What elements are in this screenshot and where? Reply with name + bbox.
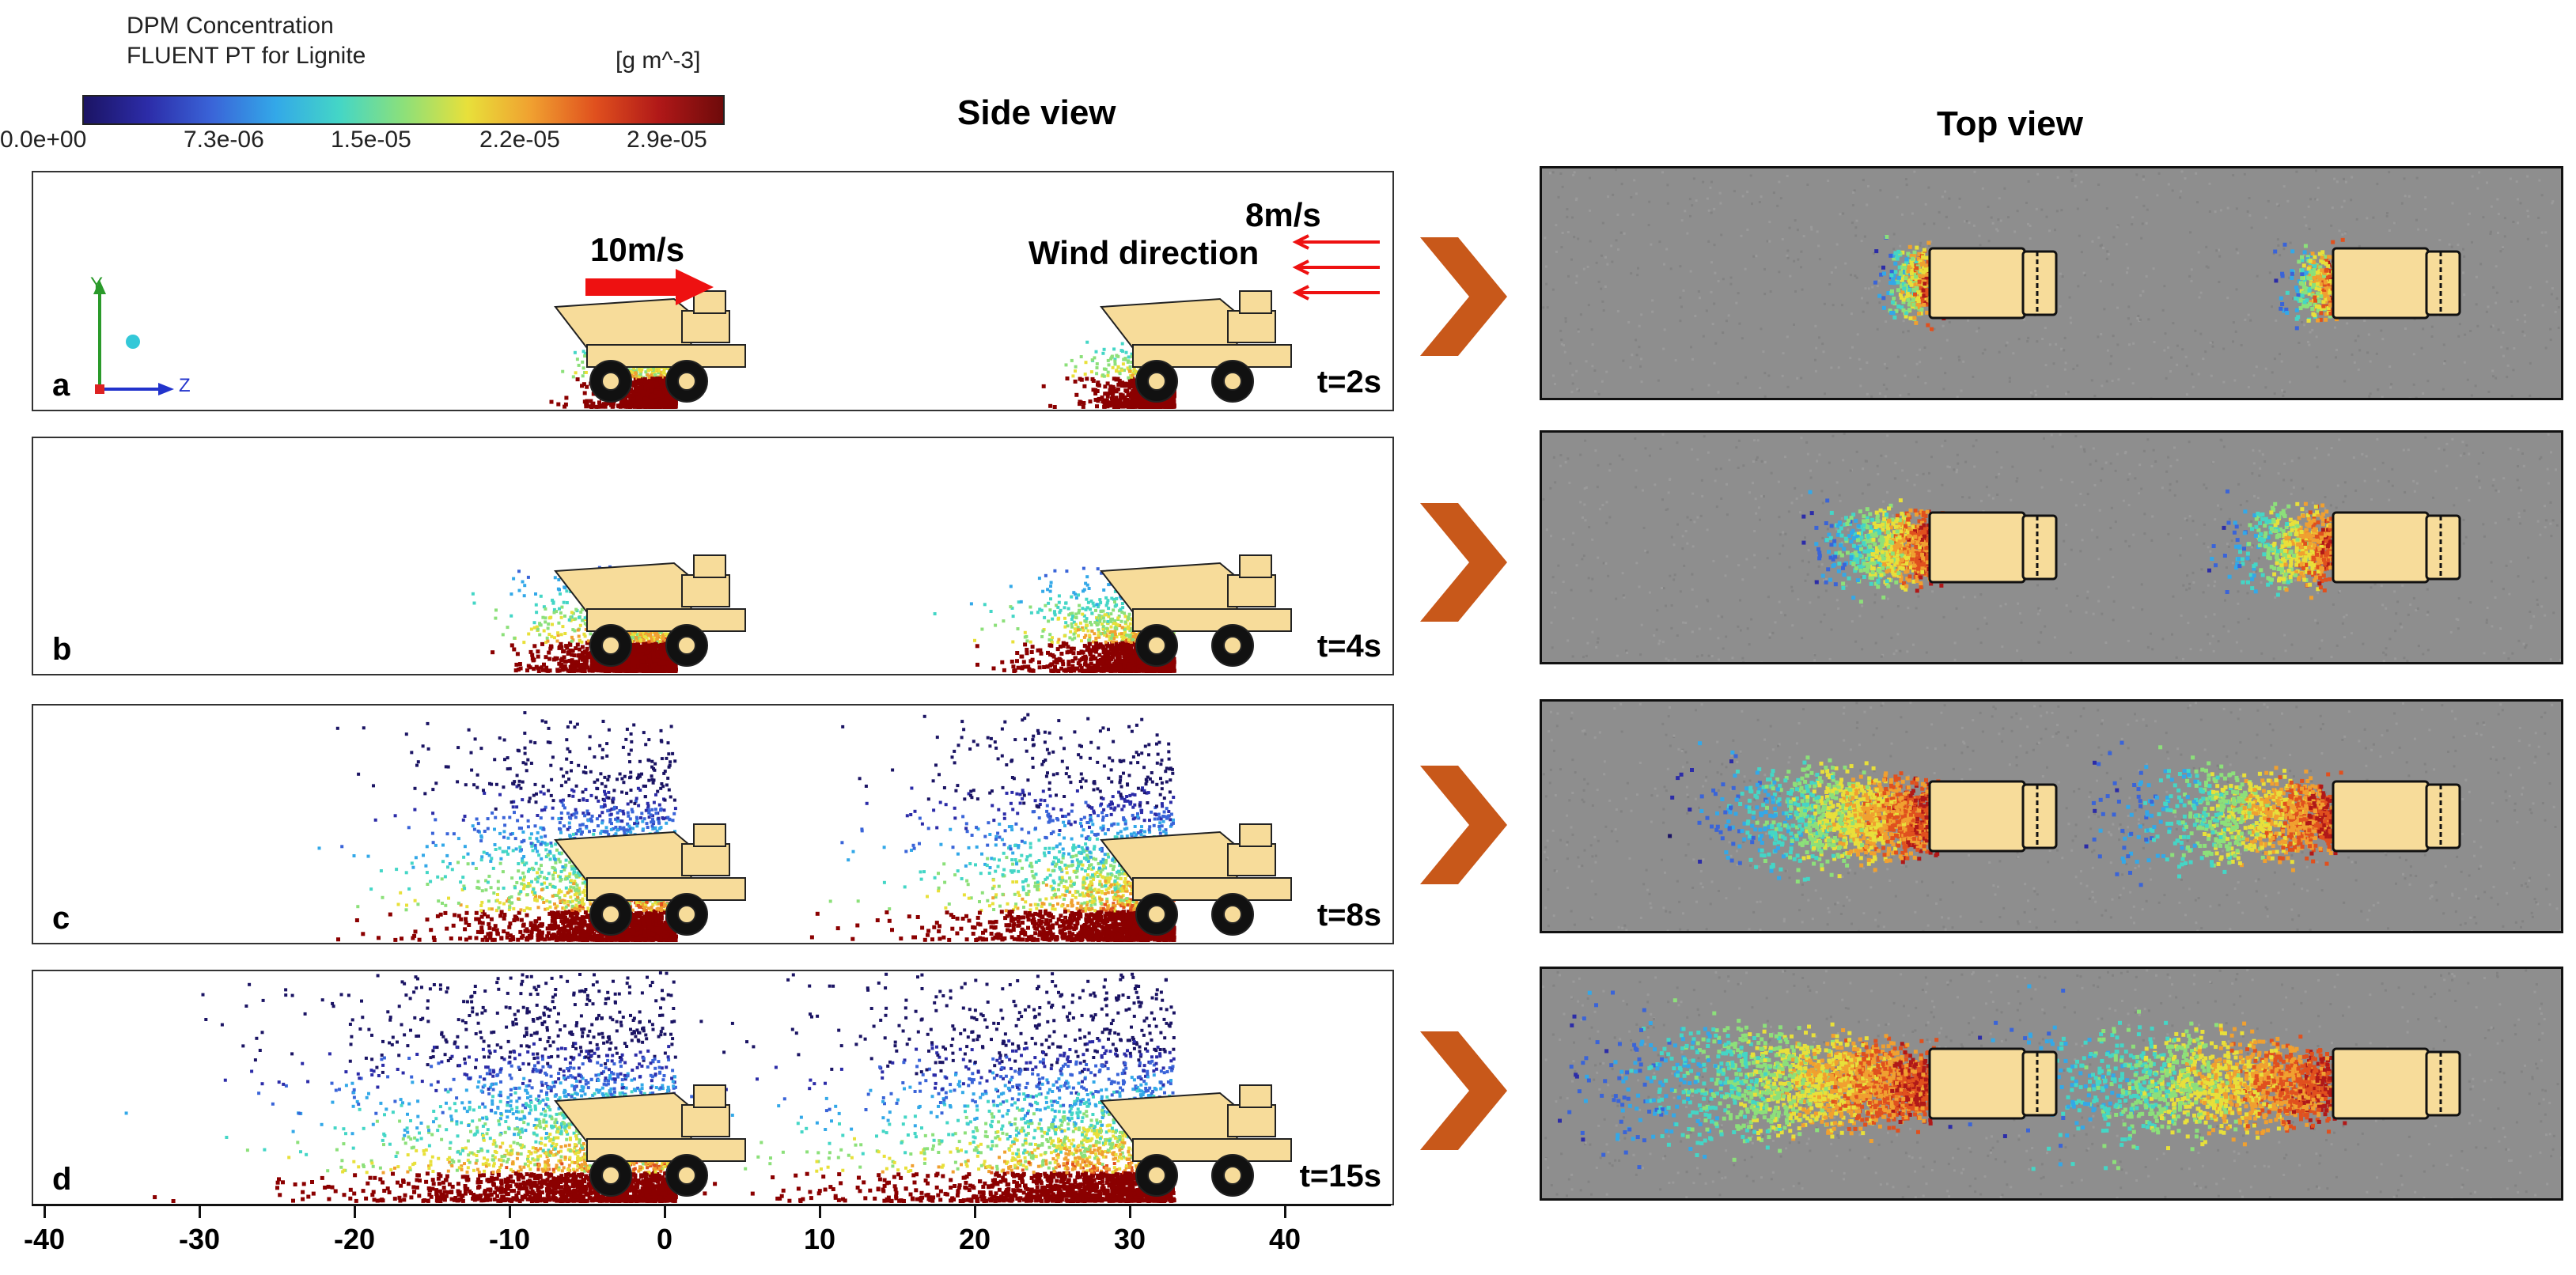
x-tick-label: -40 bbox=[24, 1223, 65, 1256]
dust-particles-side bbox=[124, 971, 1292, 1203]
panel-letter: d bbox=[52, 1162, 71, 1197]
axis-y-label: Y bbox=[90, 274, 103, 296]
side-view-panel-c: c t=8s bbox=[32, 704, 1394, 944]
colorbar-tick-label: 7.3e-06 bbox=[184, 127, 264, 153]
x-tick-label: 40 bbox=[1269, 1223, 1301, 1256]
truck-speed-label: 10m/s bbox=[590, 231, 684, 269]
x-tick-label: 30 bbox=[1114, 1223, 1146, 1256]
x-tick-mark bbox=[1129, 1205, 1131, 1218]
legend-title-line1: DPM Concentration bbox=[127, 11, 334, 41]
top-view-panel-c bbox=[1540, 699, 2563, 933]
x-tick-mark bbox=[509, 1205, 511, 1218]
side-view-title: Side view bbox=[957, 93, 1116, 133]
legend-unit: [g m^-3] bbox=[616, 47, 700, 74]
x-tick-label: 10 bbox=[804, 1223, 835, 1256]
truck-side-icon bbox=[1100, 1084, 1292, 1197]
dust-particles-top bbox=[1542, 433, 2561, 662]
x-axis-line bbox=[32, 1204, 1391, 1206]
x-tick-label: -30 bbox=[179, 1223, 220, 1256]
legend-title-line2: FLUENT PT for Lignite bbox=[127, 41, 366, 71]
truck-top-icon bbox=[1928, 247, 2058, 320]
x-tick-mark bbox=[664, 1205, 666, 1218]
dust-particles-side bbox=[317, 711, 1292, 942]
truck-top-icon bbox=[2332, 247, 2461, 320]
top-view-panel-b bbox=[1540, 430, 2563, 664]
x-tick-label: -20 bbox=[334, 1223, 375, 1256]
top-view-panel-d bbox=[1540, 967, 2563, 1201]
truck-side-icon bbox=[554, 1084, 746, 1197]
x-tick-mark bbox=[819, 1205, 821, 1218]
x-tick-mark bbox=[44, 1205, 46, 1218]
dust-particles-top bbox=[1542, 969, 2561, 1198]
time-label: t=2s bbox=[1317, 365, 1381, 400]
panel-letter: b bbox=[52, 632, 71, 668]
chevron-arrow-icon bbox=[1420, 766, 1507, 884]
time-label: t=4s bbox=[1317, 629, 1381, 664]
colorbar bbox=[82, 95, 725, 125]
time-label: t=15s bbox=[1300, 1159, 1381, 1194]
chevron-arrow-icon bbox=[1420, 237, 1507, 356]
x-tick-mark bbox=[1284, 1205, 1286, 1218]
dust-particles-top bbox=[1542, 168, 2560, 398]
wind-direction-label: Wind direction bbox=[1029, 234, 1259, 272]
truck-top-icon bbox=[2332, 780, 2461, 853]
colorbar-tick-label: 0.0e+00 bbox=[0, 127, 86, 153]
chevron-arrow-icon bbox=[1420, 503, 1507, 622]
truck-top-icon bbox=[1928, 780, 2058, 853]
truck-direction-arrow bbox=[585, 269, 714, 305]
side-view-panel-d: d t=15s bbox=[32, 970, 1394, 1205]
x-tick-mark bbox=[974, 1205, 976, 1218]
truck-side-icon bbox=[554, 554, 746, 667]
truck-side-icon bbox=[1100, 554, 1292, 667]
side-view-panel-a: a t=2s bbox=[32, 171, 1394, 411]
truck-side-icon bbox=[554, 290, 746, 403]
x-tick-label: 20 bbox=[959, 1223, 991, 1256]
x-tick-mark bbox=[199, 1205, 201, 1218]
axis-z-label: Z bbox=[179, 375, 191, 397]
axis-triad bbox=[93, 280, 174, 395]
wind-speed-label: 8m/s bbox=[1245, 196, 1321, 234]
colorbar-tick-label: 2.2e-05 bbox=[479, 127, 560, 153]
x-tick-label: -10 bbox=[489, 1223, 530, 1256]
truck-side-icon bbox=[1100, 823, 1292, 936]
truck-top-icon bbox=[1928, 1047, 2058, 1120]
dust-particles-top bbox=[1542, 702, 2561, 931]
wind-direction-arrows bbox=[1292, 234, 1380, 301]
truck-top-icon bbox=[1928, 511, 2058, 584]
top-view-title: Top view bbox=[1937, 104, 2083, 144]
truck-side-icon bbox=[554, 823, 746, 936]
truck-top-icon bbox=[2332, 511, 2461, 584]
panel-letter: c bbox=[52, 901, 70, 936]
x-tick-mark bbox=[354, 1205, 356, 1218]
colorbar-tick-label: 1.5e-05 bbox=[331, 127, 411, 153]
colorbar-tick-label: 2.9e-05 bbox=[627, 127, 707, 153]
chevron-arrow-icon bbox=[1420, 1031, 1507, 1150]
top-view-panel-a bbox=[1540, 166, 2563, 400]
dust-particles-side bbox=[549, 290, 1292, 409]
time-label: t=8s bbox=[1317, 898, 1381, 933]
x-tick-label: 0 bbox=[657, 1223, 672, 1256]
side-view-panel-b: b t=4s bbox=[32, 437, 1394, 675]
dust-particles-side bbox=[471, 554, 1292, 673]
truck-top-icon bbox=[2332, 1047, 2461, 1120]
panel-letter: a bbox=[52, 368, 70, 403]
truck-side-icon bbox=[1100, 290, 1292, 403]
